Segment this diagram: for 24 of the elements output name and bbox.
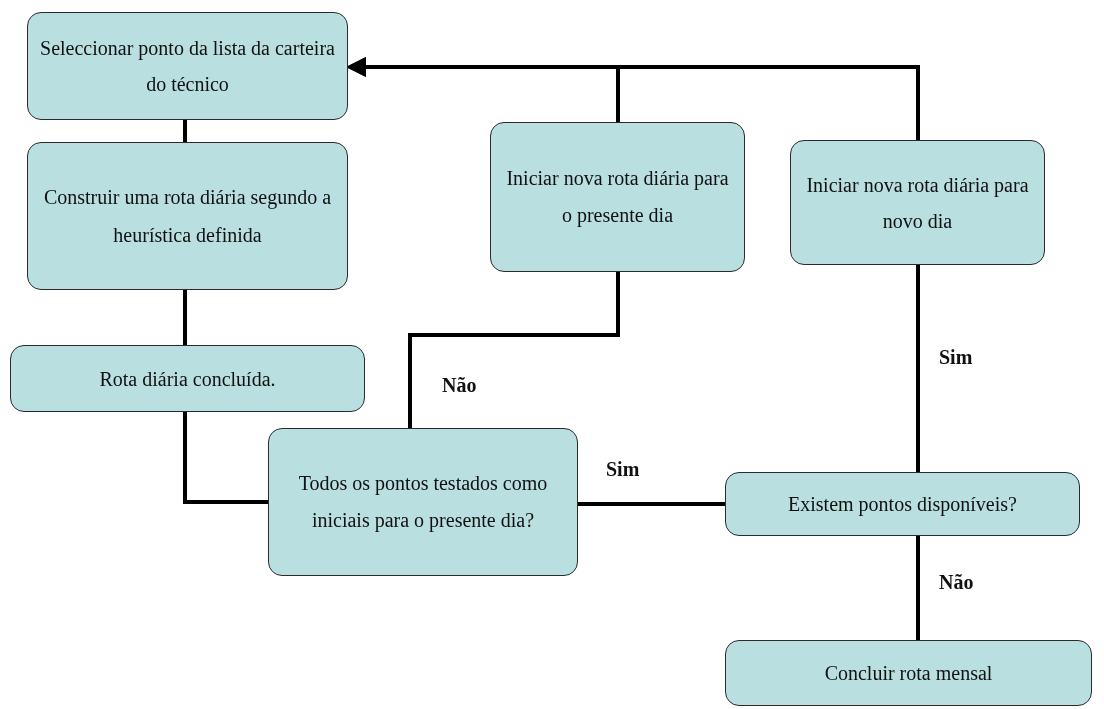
process-box	[490, 122, 745, 272]
process-box	[27, 12, 348, 120]
connector-line	[916, 265, 920, 472]
box-text: Iniciar nova rota diária para novo dia	[805, 172, 1030, 234]
process-box	[725, 640, 1092, 706]
connector-line	[183, 290, 187, 345]
box-text: Iniciar nova rota diária para o presente dia	[505, 166, 730, 229]
process-box	[268, 428, 578, 576]
connector-line	[408, 272, 620, 428]
box-text: Rota diária concluída.	[99, 366, 276, 392]
process-box	[790, 140, 1045, 265]
process-box	[725, 472, 1080, 536]
box-text: Construir uma rota diária segundo a heurística definida	[42, 185, 333, 248]
box-text: Existem pontos disponíveis?	[788, 492, 1017, 518]
connector-line	[578, 502, 725, 506]
process-box	[27, 142, 348, 290]
box-text: Todos os pontos testados como iniciais para o presente dia?	[297, 471, 549, 534]
process-box	[10, 345, 365, 412]
connector-line	[183, 120, 187, 142]
connector-line	[183, 412, 268, 504]
connector-line	[916, 536, 920, 640]
box-text: Concluir rota mensal	[824, 661, 993, 686]
arrow	[346, 57, 920, 140]
box-text: Seleccionar ponto da lista da carteira do técnico	[39, 36, 336, 97]
